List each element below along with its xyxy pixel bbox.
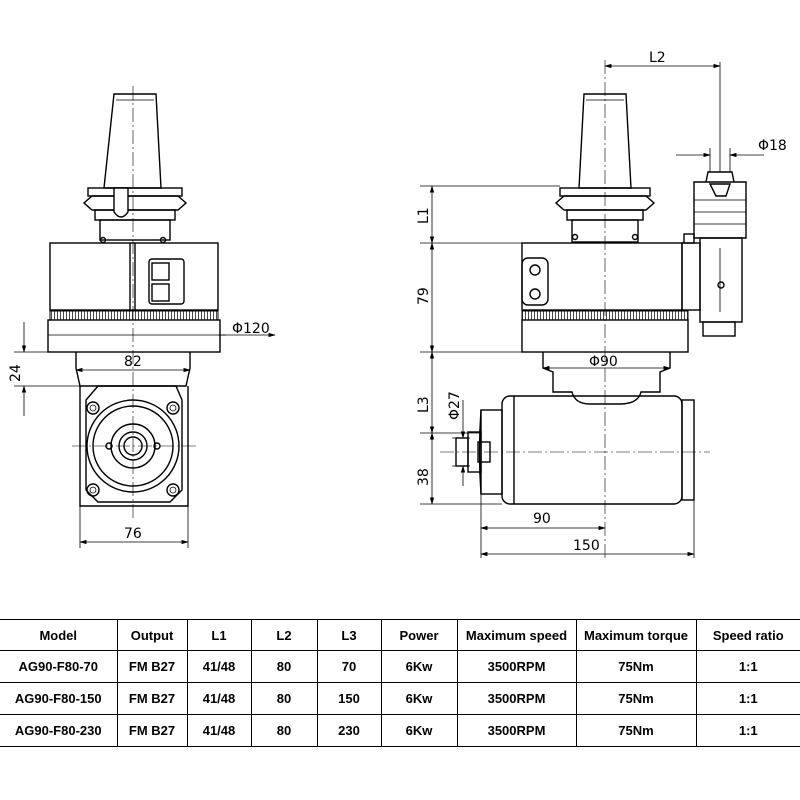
dim-L1: L1 (416, 207, 432, 224)
cell-output: FM B27 (116, 650, 188, 683)
dim-82: 82 (124, 354, 142, 370)
dim-79: 79 (416, 287, 432, 305)
front-dimensions: Φ120 82 24 76 (8, 321, 276, 548)
table-header-row: Model Output L1 L2 L3 Power Maximum spee… (0, 619, 800, 651)
cell-l1: 41/48 (186, 714, 252, 747)
table-row: AG90-F80-150 FM B27 41/48 80 150 6Kw 350… (0, 682, 800, 715)
table-row: AG90-F80-70 FM B27 41/48 80 70 6Kw 3500R… (0, 650, 800, 683)
front-view (47, 86, 221, 520)
cell-speed-ratio: 1:1 (695, 714, 800, 747)
cell-speed-ratio: 1:1 (695, 682, 800, 715)
cell-power: 6Kw (380, 682, 458, 715)
dim-38: 38 (416, 468, 432, 486)
dim-24: 24 (8, 364, 24, 382)
header-output: Output (116, 619, 188, 651)
header-max-torque: Maximum torque (575, 619, 697, 651)
dim-phi90: Φ90 (589, 354, 618, 370)
cell-model: AG90-F80-70 (0, 650, 118, 683)
header-model: Model (0, 619, 118, 651)
cell-l3: 70 (316, 650, 382, 683)
cell-max-speed: 3500RPM (456, 650, 577, 683)
cell-model: AG90-F80-150 (0, 682, 118, 715)
cell-l3: 150 (316, 682, 382, 715)
dim-76: 76 (124, 526, 142, 542)
dim-90: 90 (533, 511, 551, 527)
header-l1: L1 (186, 619, 252, 651)
cell-l3: 230 (316, 714, 382, 747)
cell-l1: 41/48 (186, 650, 252, 683)
cell-max-torque: 75Nm (575, 650, 697, 683)
cell-model: AG90-F80-230 (0, 714, 118, 747)
cell-max-speed: 3500RPM (456, 682, 577, 715)
dim-150: 150 (573, 538, 600, 554)
cell-l1: 41/48 (186, 682, 252, 715)
cell-l2: 80 (250, 714, 318, 747)
header-speed-ratio: Speed ratio (695, 619, 800, 651)
header-l2: L2 (250, 619, 318, 651)
cell-max-speed: 3500RPM (456, 714, 577, 747)
side-view (440, 60, 747, 560)
dim-L2: L2 (649, 50, 666, 66)
technical-drawing: Φ120 82 24 76 (8, 50, 787, 560)
dim-L3: L3 (416, 396, 432, 413)
cell-output: FM B27 (116, 714, 188, 747)
side-dimensions: L2 Φ18 L1 79 L3 38 Φ27 Φ90 (416, 50, 787, 558)
cell-l2: 80 (250, 682, 318, 715)
header-l3: L3 (316, 619, 382, 651)
table-row: AG90-F80-230 FM B27 41/48 80 230 6Kw 350… (0, 714, 800, 747)
cell-power: 6Kw (380, 650, 458, 683)
header-max-speed: Maximum speed (456, 619, 577, 651)
dim-phi18: Φ18 (758, 138, 787, 154)
cell-power: 6Kw (380, 714, 458, 747)
cell-max-torque: 75Nm (575, 714, 697, 747)
dim-phi120: Φ120 (232, 321, 270, 337)
cell-speed-ratio: 1:1 (695, 650, 800, 683)
cell-l2: 80 (250, 650, 318, 683)
cell-output: FM B27 (116, 682, 188, 715)
cell-max-torque: 75Nm (575, 682, 697, 715)
header-power: Power (380, 619, 458, 651)
dim-phi27: Φ27 (447, 391, 463, 420)
spec-table: Model Output L1 L2 L3 Power Maximum spee… (0, 619, 800, 747)
